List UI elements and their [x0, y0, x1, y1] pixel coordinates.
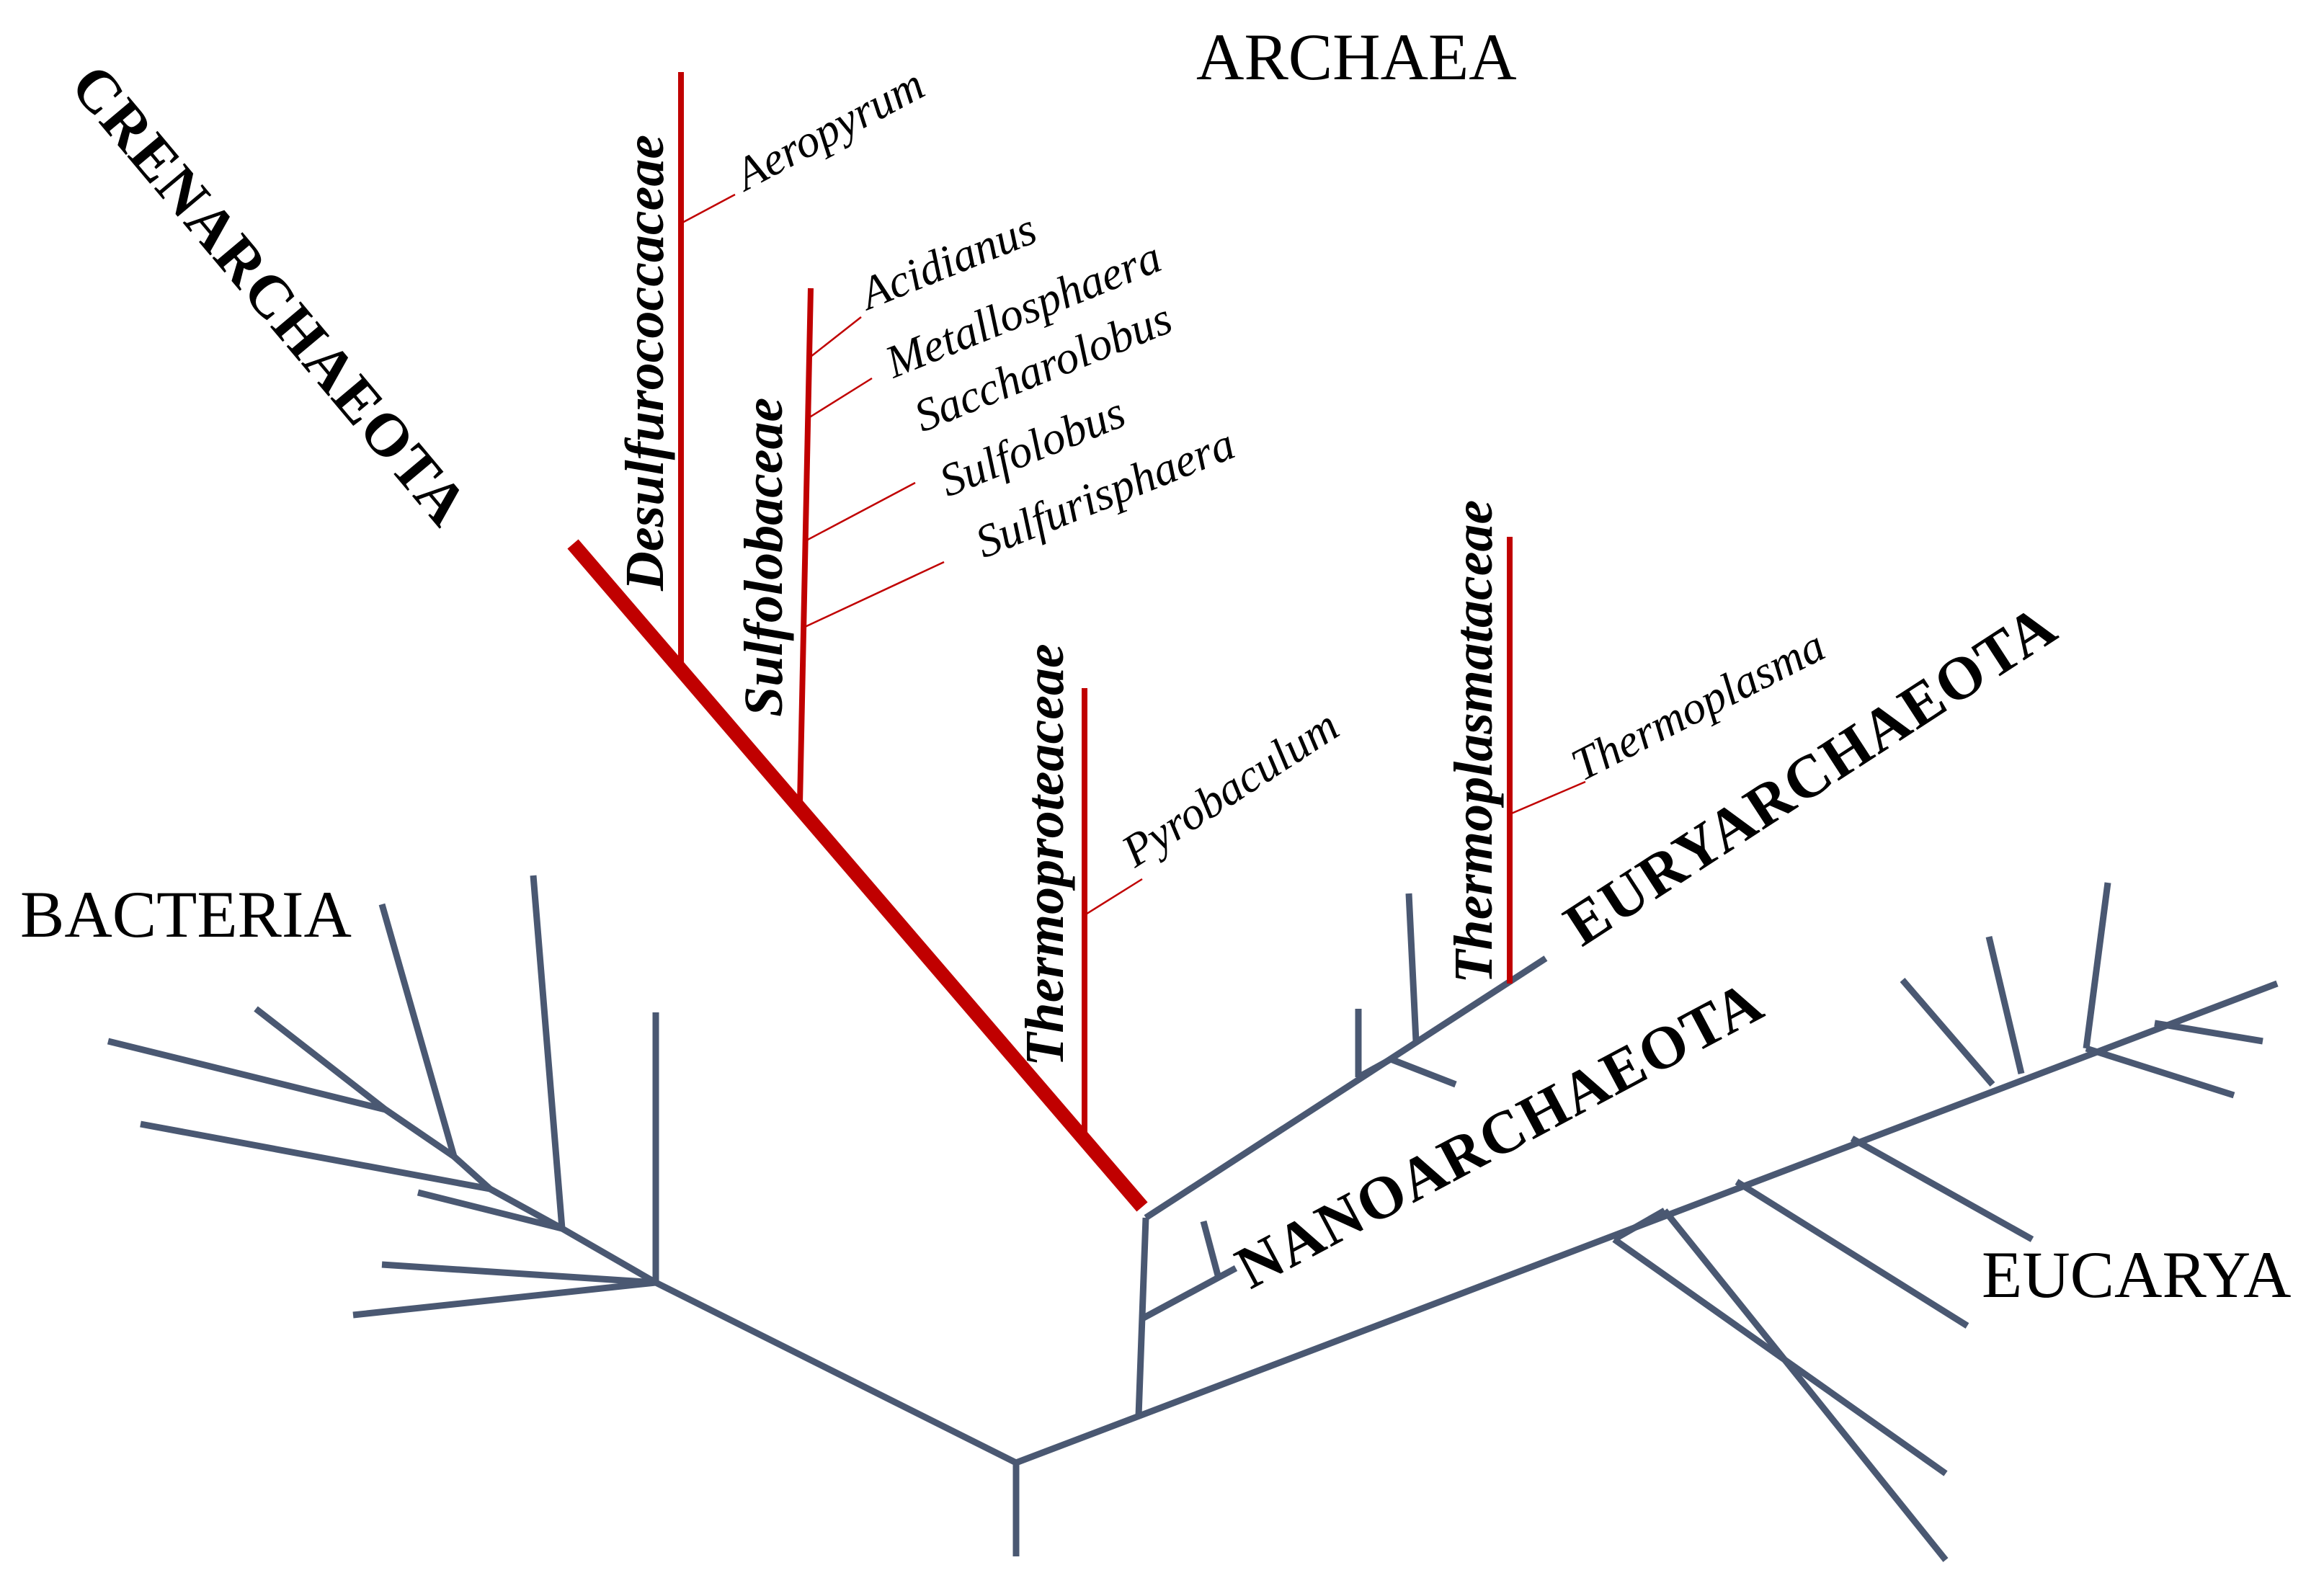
metallosphaera-leader [808, 377, 873, 419]
domain-label-bacteria: BACTERIA [20, 878, 352, 951]
eucarya-branch [2083, 882, 2111, 1049]
bacteria-branch [107, 1038, 387, 1113]
gray-branches [107, 875, 2279, 1562]
eucarya-branch [1900, 978, 1995, 1087]
bacteria-branch [417, 1189, 564, 1232]
acidianus-leader [810, 316, 862, 357]
eucarya-branch [1850, 1136, 2034, 1242]
crenarchaeota-subtree [567, 72, 1586, 1212]
sulfurisphaera-leader [804, 561, 945, 628]
bacteria-branch [383, 1107, 456, 1159]
nanoarchaeota-stub [1200, 1220, 1221, 1277]
crenarchaeota-branch [567, 539, 1148, 1212]
phylum-label-nanoarchaeota: NANOARCHAEOTA [1225, 968, 1774, 1302]
saccharolobus-leader [806, 481, 916, 542]
eucarya-branch [1985, 935, 2025, 1075]
family-label-thermoplasmataceae: Thermoplasmataceae [1443, 500, 1504, 984]
thermoplasma-leader [1509, 780, 1586, 816]
bacteria-branch [560, 1226, 658, 1285]
sulfolobaceae-branch [797, 287, 814, 804]
archaea-branch [1389, 1056, 1457, 1088]
pyrobaculum-leader [1084, 878, 1143, 917]
bacteria-branch [352, 1279, 656, 1319]
bacteria-branch [254, 1006, 388, 1113]
genus-label-pyrobaculum: Pyrobaculum [1112, 700, 1348, 878]
family-label-sulfolobaceae: Sulfolobaceae [734, 398, 794, 717]
family-label-desulfurococcaceae: Desulfurococcaceae [615, 135, 675, 592]
euryarchaeota-branch [1144, 955, 1548, 1221]
archaea-branch [1405, 893, 1420, 1042]
phylum-label-crenarchaeota: CRENARCHAEOTA [58, 52, 481, 539]
eucarya-branch [1612, 1236, 1948, 1476]
bacteria-trunk [654, 1279, 1018, 1466]
bacteria-branch [530, 875, 566, 1229]
eucarya-branch [1612, 1208, 1667, 1242]
eucarya-branch [1662, 1208, 1949, 1562]
family-label-thermoproteaceae: Thermoproteaceae [1015, 643, 1075, 1066]
eucarya-branch [2154, 1020, 2263, 1045]
bacteria-branch [140, 1120, 491, 1193]
domain-label-eucarya: EUCARYA [1982, 1238, 2291, 1311]
bacteria-branch [488, 1186, 564, 1231]
eucarya-branch [2085, 1045, 2235, 1099]
bacteria-branch [451, 1154, 493, 1192]
archaea-branch [1356, 1056, 1393, 1080]
bacteria-branch [378, 903, 458, 1158]
bacteria-branch [381, 1261, 656, 1286]
genus-label-aeropyrum: Aeropyrum [724, 58, 932, 202]
eucarya-branch [1735, 1179, 1969, 1329]
domain-label-archaea: ARCHAEA [1196, 20, 1517, 94]
aeropyrum-leader [680, 193, 736, 225]
archaea-branch [1140, 1265, 1238, 1321]
